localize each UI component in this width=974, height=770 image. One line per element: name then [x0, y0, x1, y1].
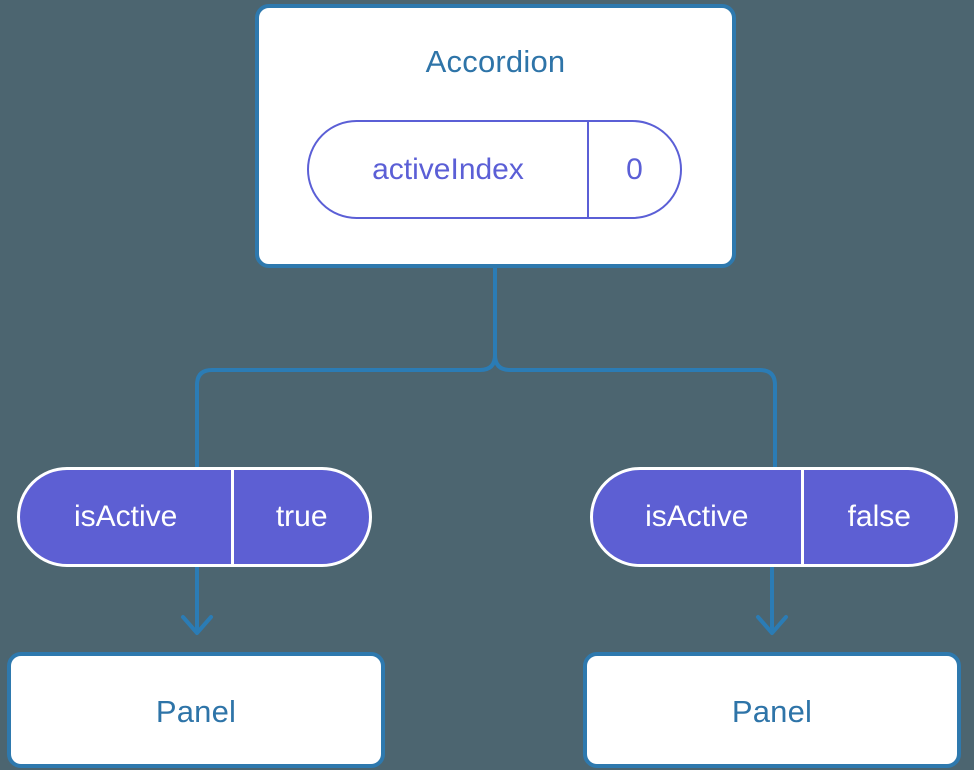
active-index-key: activeIndex — [372, 152, 524, 186]
panel-left-title: Panel — [155, 694, 237, 729]
edge-left-prop-to-panel-arrowhead — [181, 615, 213, 635]
is-active-false-value: false — [800, 470, 955, 564]
active-index-value: 0 — [586, 122, 680, 217]
is-active-false-key: isActive — [645, 500, 749, 533]
edge-accordion-to-left-prop — [195, 266, 497, 469]
accordion-title: Accordion — [425, 44, 566, 79]
active-index-state-pill[interactable]: activeIndex 0 — [307, 120, 682, 219]
panel-right-title: Panel — [731, 694, 813, 729]
edge-accordion-to-right-prop — [493, 266, 777, 469]
is-active-false-prop-pill[interactable]: isActive false — [590, 467, 958, 567]
is-active-true-value: true — [231, 470, 369, 564]
is-active-true-key: isActive — [73, 500, 178, 533]
edge-right-prop-to-panel-arrowhead — [756, 615, 788, 635]
panel-component-node-left[interactable]: Panel — [7, 652, 385, 768]
panel-component-node-right[interactable]: Panel — [583, 652, 961, 768]
is-active-true-prop-pill[interactable]: isActive true — [17, 467, 372, 567]
